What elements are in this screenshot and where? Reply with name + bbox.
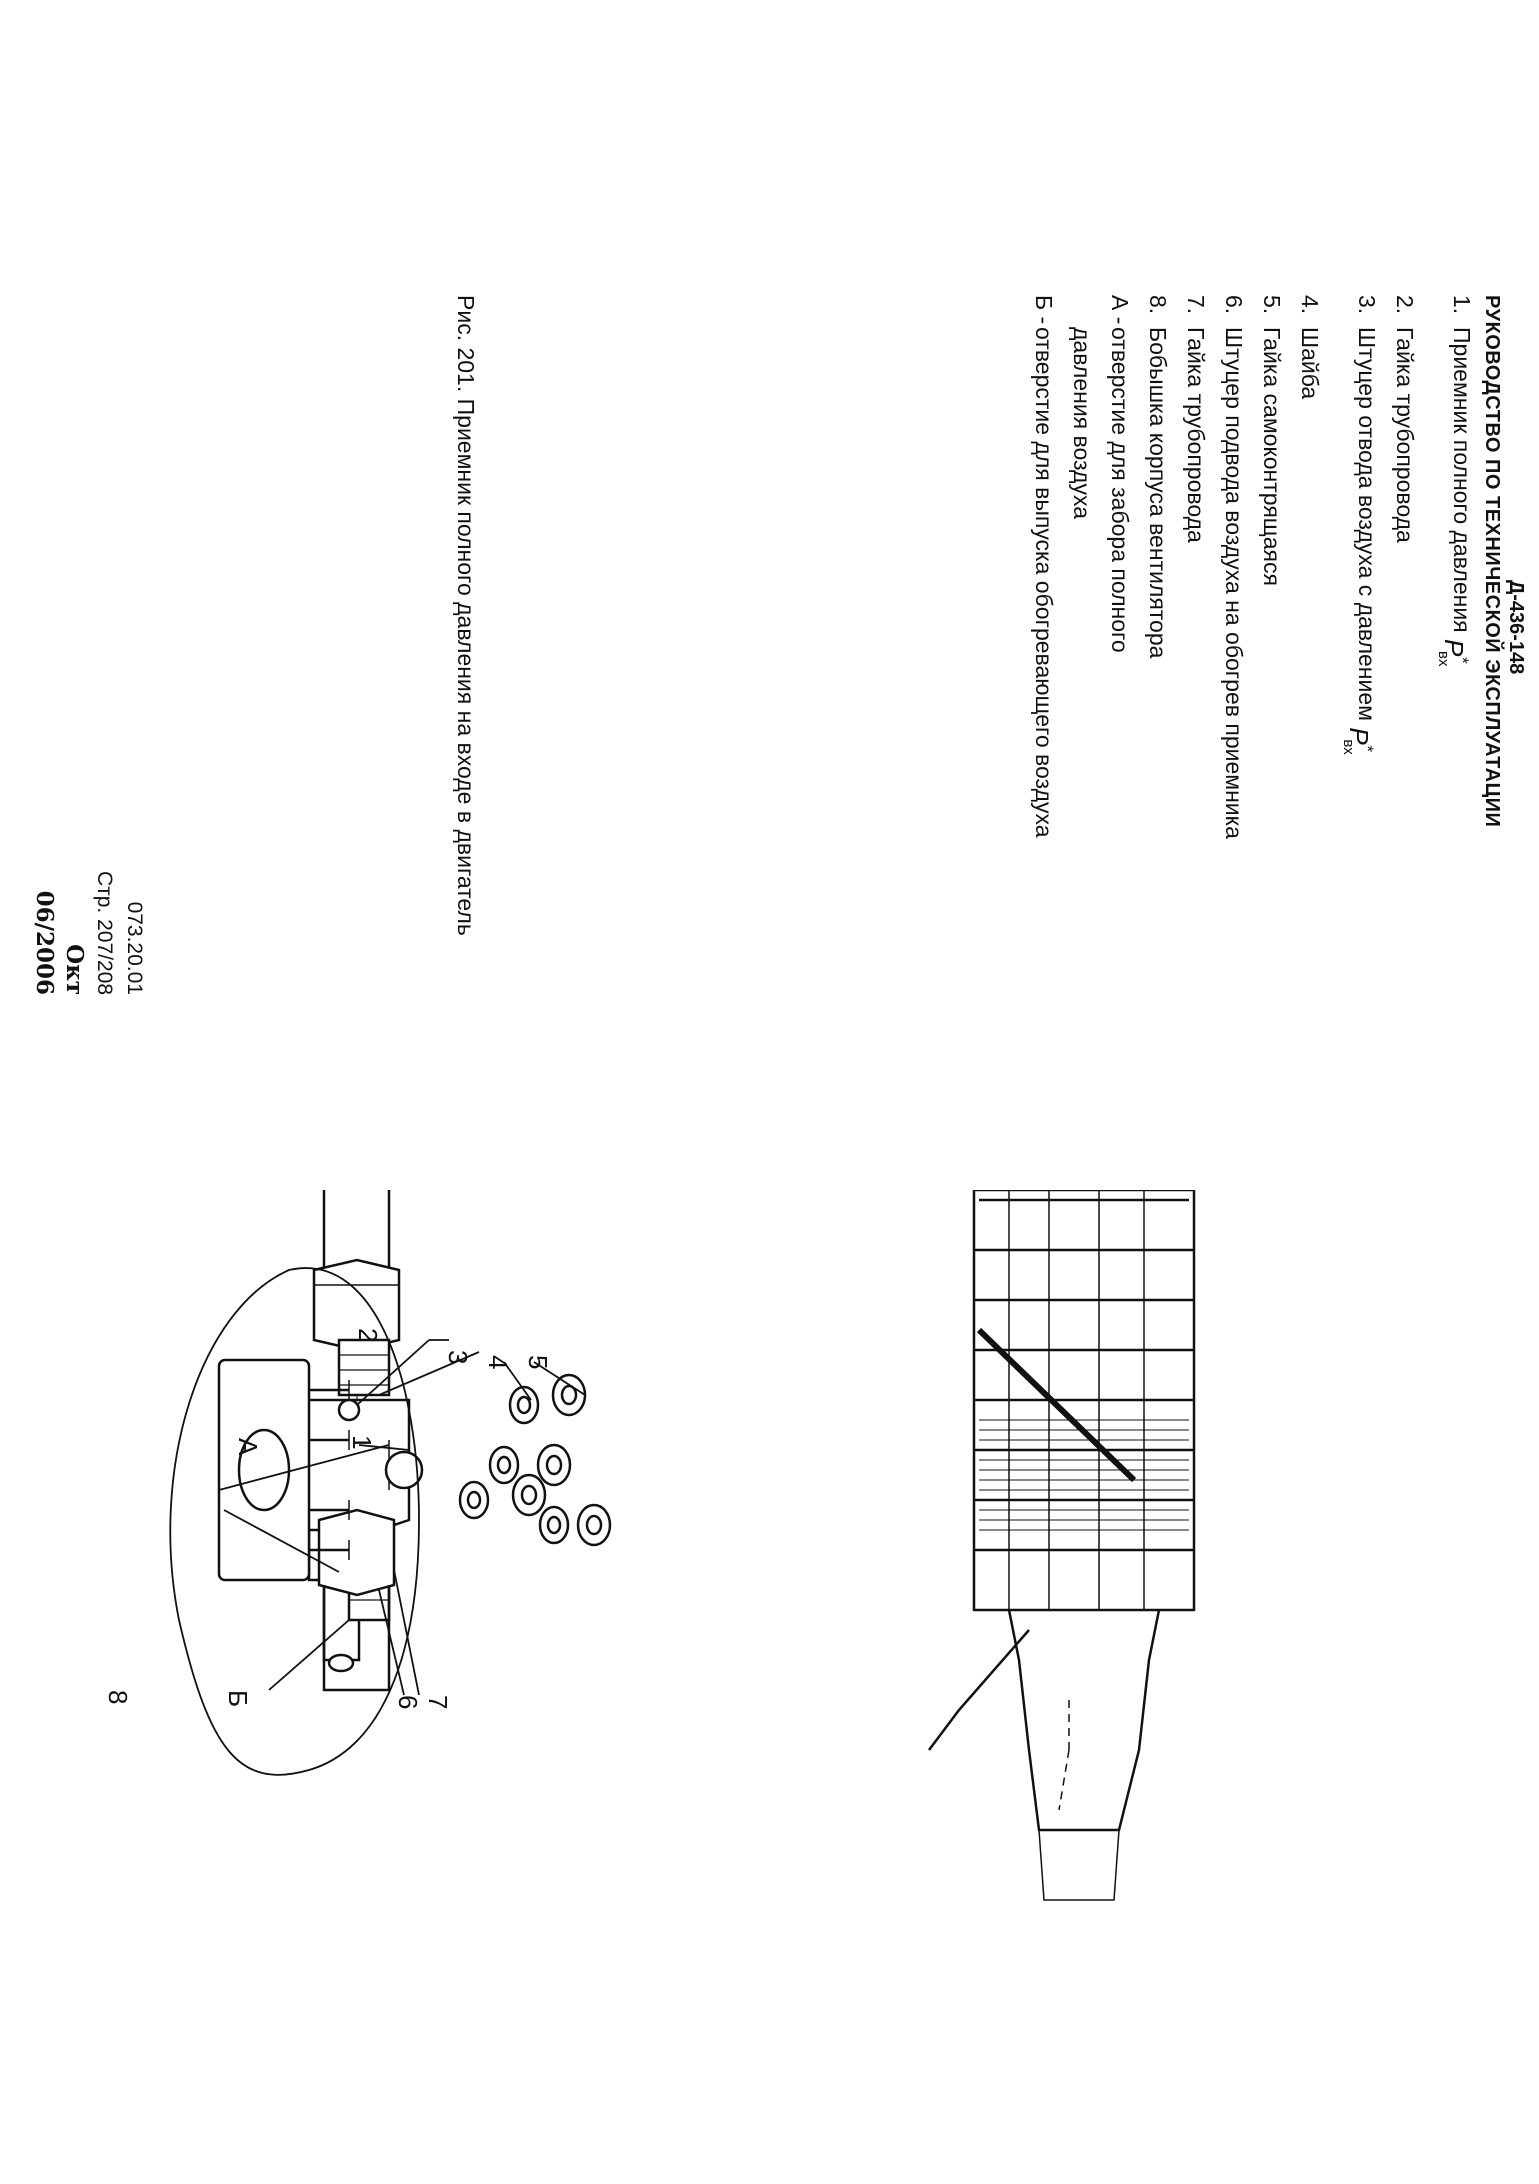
legend-item: 5. Гайка самоконтрящаяся <box>1259 295 1285 586</box>
legend-item-continuation: давления воздуха <box>1069 327 1095 519</box>
callout-7: 7 <box>423 1695 453 1709</box>
legend-item: Б - отверстие для выпуска обогревающего … <box>1031 295 1057 838</box>
callout-4: 4 <box>483 1355 513 1369</box>
callout-3: 3 <box>443 1350 473 1364</box>
figure-caption: Рис. 201. Приемник полного давления на в… <box>453 295 479 936</box>
section-code: 073.20.01 <box>123 901 146 995</box>
figure-drawing: 2 3 4 5 1 А Б 6 7 8 <box>103 1106 1196 1901</box>
legend-item: 1. Приемник полного давления P*вх <box>1424 295 1481 839</box>
part-8-boss-detail <box>169 1267 420 1776</box>
engine-overview <box>928 1106 1196 1901</box>
part-3-fitting <box>337 1338 391 1397</box>
callout-6: 6 <box>393 1695 423 1709</box>
legend-item: 7. Гайка трубопровода <box>1183 295 1209 543</box>
legend-item: 8. Бобышка корпуса вентилятора <box>1145 295 1171 659</box>
callout-8: 8 <box>103 1690 133 1704</box>
callout-B: Б <box>223 1690 253 1707</box>
figure-callouts: 2 3 4 5 1 А Б 6 7 8 <box>103 1328 553 1709</box>
exploded-view-figure: 2 3 4 5 1 А Б 6 7 8 <box>0 1106 1539 2184</box>
revision-date: Окт 06/2006 <box>31 890 88 995</box>
callout-5: 5 <box>523 1355 553 1369</box>
legend-item: 2. Гайка трубопровода <box>1392 295 1418 543</box>
parts-4-5-washers-nuts <box>458 1373 612 1547</box>
part-7-pipe-nut <box>317 1508 396 1692</box>
legend-item: 6. Штуцер подвода воздуха на обогрев при… <box>1221 295 1247 839</box>
parts-legend: 1. Приемник полного давления P*вх 2. Гай… <box>1025 295 1481 839</box>
legend-item: 4. Шайба <box>1297 295 1323 400</box>
manual-title: РУКОВОДСТВО ПО ТЕХНИЧЕСКОЙ ЭКСПЛУАТАЦИИ <box>1481 295 1503 828</box>
page-footer: 073.20.01 Стр. 207/208 Окт 06/2006 <box>29 855 149 995</box>
leader-lines <box>218 1339 586 1696</box>
callout-1: 1 <box>347 1435 377 1449</box>
callout-A: А <box>233 1438 263 1456</box>
legend-item: А - отверстие для забора полного <box>1107 295 1133 653</box>
pressure-symbol: P*вх <box>1435 639 1472 667</box>
part-2-pipe-nut <box>312 1170 401 1405</box>
callout-2: 2 <box>353 1328 383 1342</box>
legend-item: 3. Штуцер отвода воздуха с давлением P*в… <box>1329 295 1386 839</box>
document-code: Д-436-148 <box>1505 580 1527 675</box>
pressure-symbol: P*вх <box>1340 727 1377 755</box>
page-number: Стр. 207/208 <box>93 870 116 995</box>
